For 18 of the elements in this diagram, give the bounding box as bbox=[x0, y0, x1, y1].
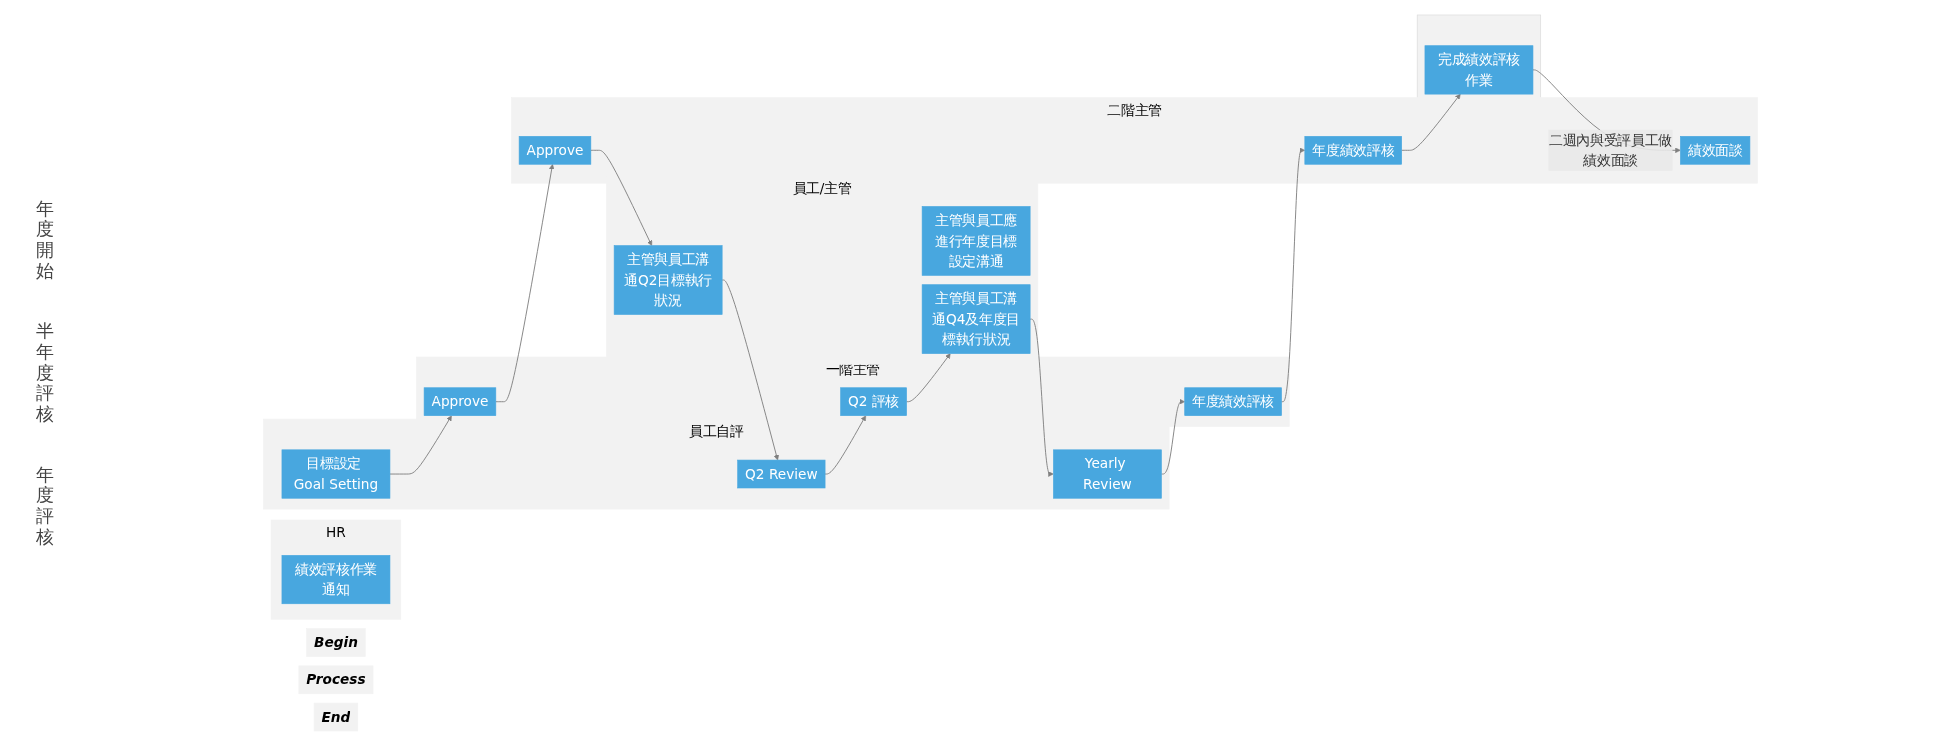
node-box: 主管與員工溝通Q4及年度目標執行狀況 bbox=[921, 284, 1031, 354]
row-label: 年度開始 bbox=[35, 198, 55, 282]
node-box: Q2 評核 bbox=[840, 387, 907, 416]
node-box: 績效評核作業通知 bbox=[281, 555, 391, 605]
node-box: 年度績效評核 bbox=[1304, 136, 1402, 165]
node-box: 績效面談 bbox=[1680, 136, 1751, 165]
node-box: Approve bbox=[518, 136, 592, 165]
edge-label: 二週內與受評員工做績效面談 bbox=[1549, 132, 1673, 169]
node-box: Approve bbox=[423, 387, 497, 416]
node-box: 目標設定 Goal Setting bbox=[281, 449, 391, 499]
row-label: 半年度評核 bbox=[35, 321, 55, 425]
node-box: 主管與員工溝通Q2目標執行狀況 bbox=[613, 245, 723, 315]
node-box: 主管與員工應進行年度目標設定溝通 bbox=[921, 206, 1031, 276]
node-box: Yearly Review bbox=[1053, 449, 1162, 499]
node-box: Q2 Review bbox=[737, 459, 826, 489]
node-box: 完成績效評核作業 bbox=[1424, 45, 1534, 95]
node-box: 年度績效評核 bbox=[1184, 387, 1282, 416]
row-label: 年度評核 bbox=[35, 464, 55, 548]
